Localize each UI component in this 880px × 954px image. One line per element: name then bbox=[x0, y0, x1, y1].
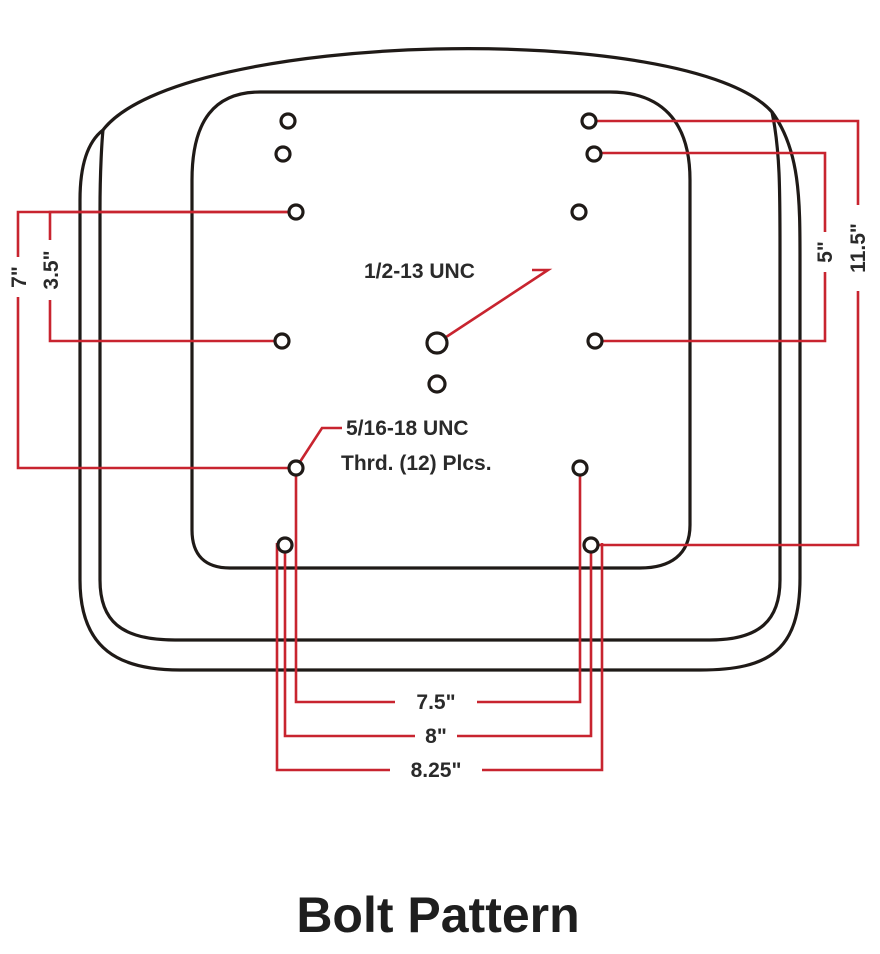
dimension-label-8: 8" bbox=[425, 725, 447, 748]
bolt-hole bbox=[287, 459, 305, 477]
dimension-label-3-5: 3.5" bbox=[40, 250, 63, 289]
dimension-label-5: 5" bbox=[814, 241, 837, 263]
center-hole-small bbox=[427, 374, 447, 394]
bolt-hole bbox=[276, 536, 294, 554]
bolt-hole bbox=[570, 203, 588, 221]
bolt-hole bbox=[582, 536, 600, 554]
dimension-lines bbox=[16, 119, 860, 772]
bolt-hole bbox=[273, 332, 291, 350]
bolt-hole bbox=[585, 145, 603, 163]
bolt-hole bbox=[586, 332, 604, 350]
seat-inner-rim-outline bbox=[98, 111, 782, 642]
dimension-label-11-5: 11.5" bbox=[847, 223, 870, 273]
bolt-hole bbox=[287, 203, 305, 221]
bolt-hole bbox=[571, 459, 589, 477]
dimension-label-7: 7" bbox=[8, 266, 31, 288]
dimension-label-8-25: 8.25" bbox=[411, 759, 462, 782]
bolt-hole bbox=[274, 145, 292, 163]
mounting-plate-outline bbox=[190, 90, 692, 570]
seat-outer-outline bbox=[78, 47, 802, 672]
center-hole-large bbox=[425, 331, 449, 355]
bolt-hole bbox=[580, 112, 598, 130]
bolt-hole bbox=[279, 112, 297, 130]
center-thread-label: 1/2-13 UNC bbox=[364, 260, 475, 283]
bolt-thread-label: 5/16-18 UNC bbox=[346, 417, 469, 440]
bolt-thread-count-label: Thrd. (12) Plcs. bbox=[341, 452, 492, 475]
bolt-holes bbox=[273, 112, 604, 554]
diagram-title: Bolt Pattern bbox=[296, 887, 579, 943]
dimension-label-7-5: 7.5" bbox=[416, 691, 455, 714]
